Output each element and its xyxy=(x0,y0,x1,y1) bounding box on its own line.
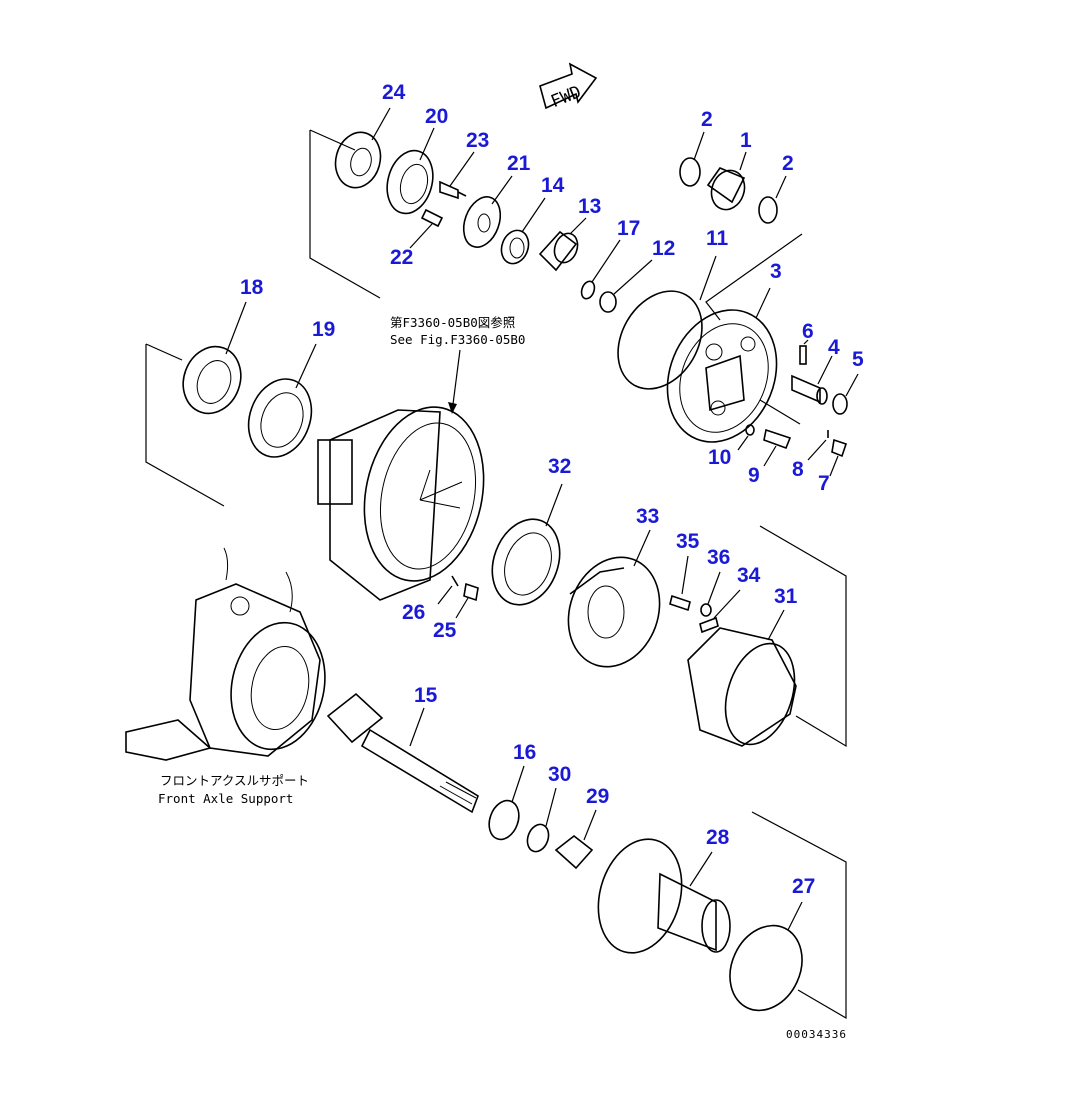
callout-27: 27 xyxy=(792,875,815,898)
support-label-en: Front Axle Support xyxy=(158,791,293,806)
callout-6: 6 xyxy=(802,320,814,343)
group-bracket-bottom xyxy=(751,811,847,1020)
part-7-bolt xyxy=(829,438,848,477)
part-26-pin xyxy=(437,575,459,605)
callout-28: 28 xyxy=(706,826,730,849)
callout-18: 18 xyxy=(240,276,264,299)
forward-direction-arrow: FWD xyxy=(539,62,598,112)
part-22-pin xyxy=(409,208,444,249)
callout-36: 36 xyxy=(707,546,730,569)
support-label-ja: フロントアクスルサポート xyxy=(160,773,309,788)
part-8-pin xyxy=(807,430,829,461)
group-bracket-top xyxy=(309,129,381,299)
callout-9: 9 xyxy=(748,464,760,487)
callout-4: 4 xyxy=(828,336,840,359)
part-33-hub xyxy=(567,529,661,668)
leader-bearing-group xyxy=(705,233,803,321)
callout-26: 26 xyxy=(402,601,425,624)
part-24-ring xyxy=(334,107,391,189)
part-16-ring xyxy=(488,765,525,841)
callout-34: 34 xyxy=(737,564,761,587)
document-id: 00034336 xyxy=(786,1028,847,1041)
callout-17: 17 xyxy=(617,217,640,240)
callout-19: 19 xyxy=(312,318,335,341)
part-2-cone-right xyxy=(758,175,787,224)
callout-10: 10 xyxy=(708,446,731,469)
group-bracket-left xyxy=(145,344,225,507)
part-12-nut xyxy=(599,259,653,313)
callout-1: 1 xyxy=(740,129,752,152)
callout-31: 31 xyxy=(774,585,798,608)
callout-35: 35 xyxy=(676,530,700,553)
part-25-plug xyxy=(455,582,479,619)
leader-carrier-group xyxy=(759,399,801,425)
part-10-washer xyxy=(737,424,755,451)
reference-arrow xyxy=(451,349,461,413)
part-2-cone-left xyxy=(679,131,705,187)
callout-11: 11 xyxy=(706,227,729,250)
part-14-race xyxy=(500,197,546,265)
part-9-bolt xyxy=(763,428,792,467)
callout-16: 16 xyxy=(513,741,536,764)
wheel-hub-housing xyxy=(317,406,485,601)
callout-15: 15 xyxy=(414,684,438,707)
callout-13: 13 xyxy=(578,195,601,218)
callout-12: 12 xyxy=(652,237,675,260)
callout-32: 32 xyxy=(548,455,571,478)
part-28-spindle xyxy=(597,838,731,954)
part-15-axle-shaft xyxy=(326,692,479,814)
callout-21: 21 xyxy=(507,152,531,175)
part-31-ring-gear xyxy=(687,609,797,747)
callout-33: 33 xyxy=(636,505,659,528)
callout-29: 29 xyxy=(586,785,609,808)
part-19-bearing xyxy=(247,343,317,458)
callout-7: 7 xyxy=(818,472,830,495)
part-21-washer xyxy=(462,175,513,248)
part-17-snap-ring xyxy=(580,239,621,300)
part-29-sleeve xyxy=(554,809,597,870)
callout-20: 20 xyxy=(425,105,448,128)
callout-3: 3 xyxy=(770,260,782,283)
reference-note-ja: 第F3360-05B0図参照 xyxy=(390,315,515,330)
part-18-seal xyxy=(182,301,247,415)
callout-2-right: 2 xyxy=(782,152,794,175)
part-23-bolt xyxy=(439,151,475,200)
callout-5: 5 xyxy=(852,348,864,371)
reference-arrowhead xyxy=(448,402,457,414)
reference-note-en: See Fig.F3360-05B0 xyxy=(390,332,525,347)
front-axle-support xyxy=(125,547,326,761)
callout-30: 30 xyxy=(548,763,571,786)
callout-23: 23 xyxy=(466,129,489,152)
part-5-disc xyxy=(832,373,859,415)
part-27-o-ring xyxy=(729,901,803,1012)
part-34-lock xyxy=(699,589,741,634)
callout-8: 8 xyxy=(792,458,804,481)
callout-22: 22 xyxy=(390,246,413,269)
part-11-o-ring xyxy=(617,255,717,390)
callout-14: 14 xyxy=(541,174,565,197)
group-bracket-right xyxy=(759,525,847,748)
part-6-pin xyxy=(799,339,809,365)
part-20-plate xyxy=(386,127,435,215)
part-32-bearing xyxy=(491,483,563,606)
callout-24: 24 xyxy=(382,81,406,104)
part-4-shaft xyxy=(791,355,833,405)
part-30-ring xyxy=(526,787,557,853)
callout-2-left: 2 xyxy=(701,108,713,131)
part-13-bearing xyxy=(538,217,587,272)
part-35-bolt xyxy=(669,555,691,612)
part-1-bearing xyxy=(706,151,747,211)
part-36-washer xyxy=(700,571,721,617)
callout-25: 25 xyxy=(433,619,457,642)
part-3-carrier xyxy=(666,287,778,443)
